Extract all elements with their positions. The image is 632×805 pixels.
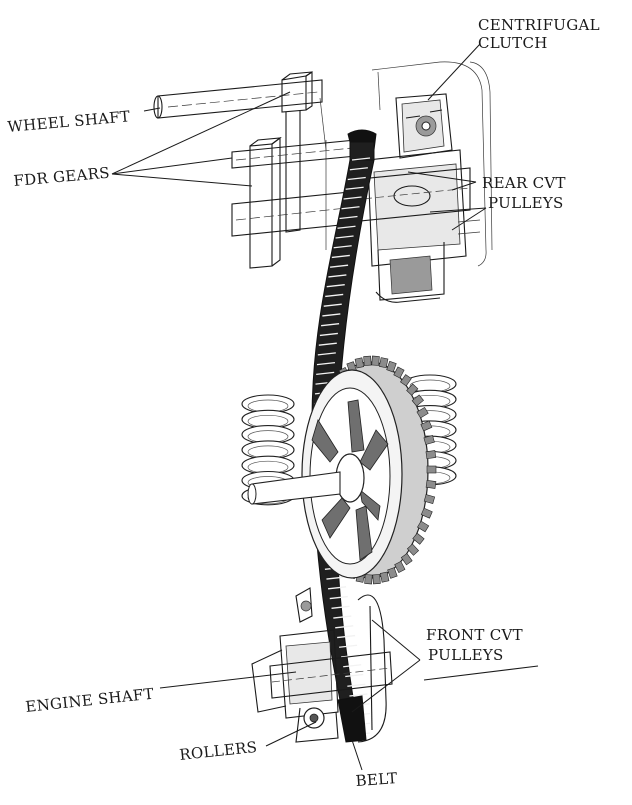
gear-tooth [417, 520, 430, 533]
belt-tie [333, 245, 352, 249]
gear-tooth [420, 420, 433, 432]
belt-tie [337, 634, 356, 639]
fdr-gear-upper [281, 70, 313, 233]
belt-tie [341, 654, 360, 658]
belt-tie [323, 303, 342, 307]
label-engine-shaft: ENGINE SHAFT [25, 685, 155, 716]
gear-tooth [394, 560, 406, 574]
gear-tooth [406, 543, 420, 556]
label-fdr-gears: FDR GEARS [13, 164, 111, 190]
label-rollers: ROLLERS [179, 738, 259, 764]
gear-tooth [425, 450, 437, 460]
gear-tooth [364, 574, 373, 585]
gear-tooth [393, 366, 405, 379]
belt-tie [317, 352, 336, 356]
gear-tooth [386, 360, 397, 373]
belt-tie [318, 342, 337, 346]
belt-tie [347, 683, 366, 687]
belt-tie [349, 167, 368, 171]
belt-tie [335, 235, 354, 239]
gear-tooth [423, 435, 435, 445]
gear-tooth [425, 479, 437, 489]
belt-tie [339, 215, 358, 220]
belt-tie [343, 196, 362, 200]
wheel-shaft [153, 79, 323, 119]
belt-tie [325, 293, 344, 298]
belt-tie [322, 313, 341, 317]
belt-tie [316, 362, 336, 366]
belt-tie [345, 186, 364, 190]
gear-tooth [412, 532, 425, 545]
belt-tie [327, 586, 347, 590]
belt-tie [333, 615, 352, 619]
gear-tooth [371, 355, 380, 366]
belt-tie [345, 673, 364, 678]
gear-shaft [247, 471, 341, 505]
gear-tooth [426, 465, 437, 474]
belt-tie [343, 664, 362, 668]
label-rear-pulleys: PULLEYS [488, 194, 564, 212]
belt-tie [341, 206, 360, 210]
label-front-cvt: FRONT CVT [426, 626, 523, 644]
gear-tooth [387, 567, 398, 579]
belt-tie [349, 693, 368, 697]
gear-tooth [400, 374, 412, 387]
leader-lines [111, 43, 539, 771]
label-wheel-shaft: WHEEL SHAFT [7, 107, 131, 136]
label-centrifugal: CENTRIFUGAL [478, 16, 600, 34]
rollers [295, 707, 339, 743]
belt-tie [347, 176, 366, 181]
centrifugal-clutch [395, 93, 453, 159]
gear-tooth [400, 553, 413, 566]
belt-tie [339, 644, 358, 648]
gear-tooth [420, 507, 433, 519]
belt-tie [326, 284, 345, 288]
label-belt: BELT [355, 769, 398, 790]
belt-tie [329, 595, 348, 600]
belt-tie [331, 605, 350, 609]
large-gear [301, 355, 437, 585]
label-clutch: CLUTCH [478, 34, 548, 52]
housing-frame [319, 61, 493, 267]
belt-tie [330, 264, 349, 268]
gear-tooth [378, 357, 389, 369]
belt-tie [335, 625, 354, 629]
gear-tooth [416, 406, 429, 419]
belt-tie [321, 323, 340, 327]
belt-tie [326, 576, 345, 580]
label-front-pulleys: PULLEYS [428, 646, 504, 664]
belt-tie [328, 274, 347, 278]
gear-tooth [406, 383, 419, 396]
belt-tie [319, 332, 338, 337]
gear-tooth [423, 494, 436, 505]
belt-tie [351, 157, 371, 161]
belt-tie [331, 254, 350, 259]
front-cvt-pulleys [251, 587, 393, 743]
gear-tooth [411, 394, 424, 407]
rear-cvt-pulleys [349, 149, 481, 303]
gear-tooth [363, 355, 372, 366]
belt-tie [337, 225, 356, 229]
gear-tooth [354, 357, 365, 369]
belt-tie [316, 371, 335, 376]
gear-tooth [372, 574, 381, 585]
label-rear-cvt: REAR CVT [482, 174, 566, 192]
gear-tooth [379, 571, 390, 583]
